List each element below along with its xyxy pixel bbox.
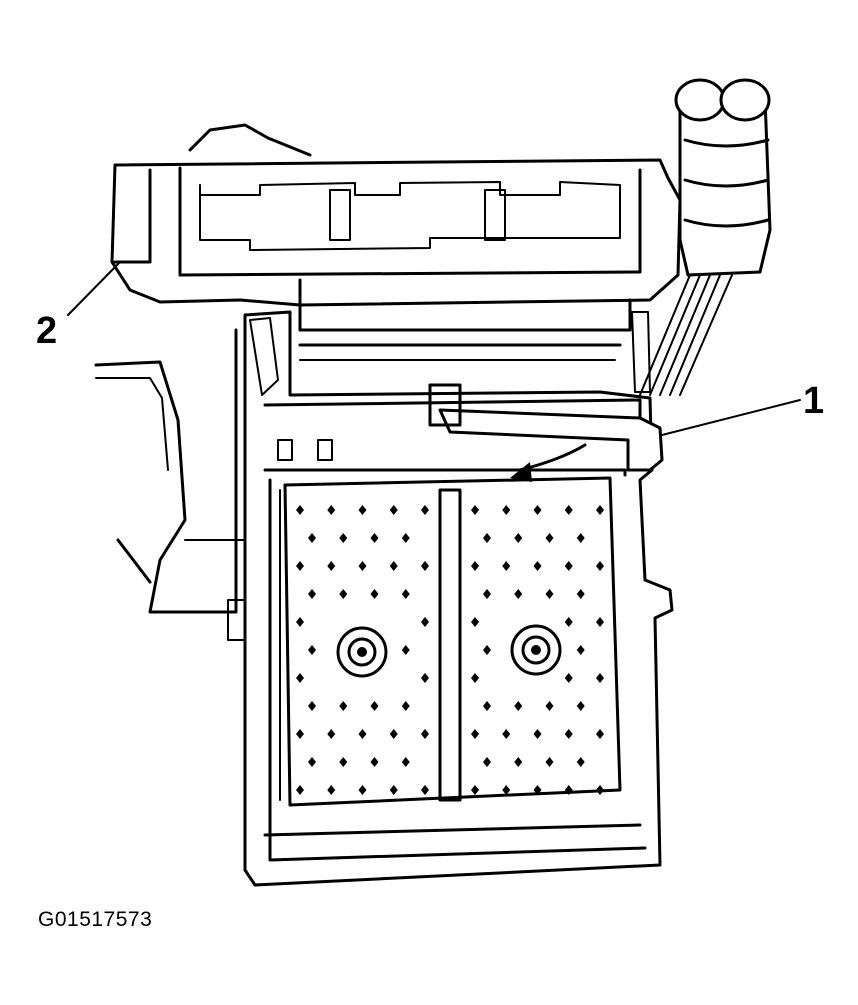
solder-point bbox=[327, 785, 336, 795]
solder-point bbox=[296, 617, 304, 627]
leader-lines bbox=[67, 261, 801, 436]
solder-point bbox=[401, 757, 410, 767]
solder-point bbox=[483, 645, 491, 655]
solder-point bbox=[471, 617, 479, 627]
solder-point bbox=[545, 701, 554, 711]
solder-point bbox=[502, 505, 511, 515]
solder-point bbox=[502, 785, 511, 795]
solder-point bbox=[471, 673, 479, 683]
solder-point bbox=[502, 729, 511, 739]
solder-point bbox=[308, 645, 316, 655]
solder-point bbox=[576, 757, 585, 767]
solder-point bbox=[308, 533, 316, 543]
solder-point bbox=[296, 561, 304, 571]
solder-point bbox=[339, 701, 348, 711]
callout-1-label: 1 bbox=[803, 380, 825, 422]
solder-point bbox=[502, 561, 511, 571]
solder-point bbox=[308, 701, 316, 711]
solder-point bbox=[483, 533, 491, 543]
solder-point bbox=[533, 505, 542, 515]
solder-point bbox=[339, 589, 348, 599]
solder-point bbox=[514, 757, 523, 767]
solder-point bbox=[596, 617, 604, 627]
solder-point bbox=[545, 533, 554, 543]
solder-point bbox=[483, 757, 491, 767]
solder-point bbox=[401, 533, 410, 543]
solder-point bbox=[533, 785, 542, 795]
solder-point bbox=[296, 785, 304, 795]
solder-point bbox=[358, 785, 367, 795]
solder-point bbox=[327, 729, 336, 739]
solder-point bbox=[296, 729, 304, 739]
solder-point bbox=[471, 785, 479, 795]
figure-id: G01517573 bbox=[38, 908, 153, 931]
solder-point bbox=[533, 561, 542, 571]
solder-point bbox=[401, 701, 410, 711]
solder-point bbox=[564, 617, 573, 627]
solder-point bbox=[576, 589, 585, 599]
solder-point bbox=[296, 505, 304, 515]
wire-harness bbox=[639, 78, 772, 396]
solder-point bbox=[389, 561, 398, 571]
callout-2-label: 2 bbox=[36, 310, 58, 352]
solder-point bbox=[514, 533, 523, 543]
solder-point bbox=[596, 673, 604, 683]
solder-point bbox=[596, 505, 604, 515]
solder-point bbox=[327, 561, 336, 571]
solder-point bbox=[421, 505, 429, 515]
solder-point bbox=[421, 729, 429, 739]
solder-point bbox=[483, 701, 491, 711]
solder-point bbox=[358, 729, 367, 739]
solder-point bbox=[576, 645, 585, 655]
solder-point bbox=[389, 729, 398, 739]
solder-point bbox=[401, 589, 410, 599]
solder-point bbox=[576, 533, 585, 543]
solder-point bbox=[514, 589, 523, 599]
solder-points bbox=[296, 505, 604, 795]
solder-point bbox=[327, 505, 336, 515]
solder-point bbox=[564, 505, 573, 515]
solder-point bbox=[545, 589, 554, 599]
solder-point bbox=[421, 561, 429, 571]
solder-point bbox=[564, 673, 573, 683]
solder-point bbox=[358, 505, 367, 515]
solder-point bbox=[545, 757, 554, 767]
solder-point bbox=[471, 561, 479, 571]
solder-point bbox=[564, 785, 573, 795]
solder-point bbox=[421, 673, 429, 683]
solder-point bbox=[421, 617, 429, 627]
solder-point bbox=[389, 505, 398, 515]
solder-point bbox=[358, 561, 367, 571]
solder-point bbox=[576, 701, 585, 711]
solder-point bbox=[564, 729, 573, 739]
solder-point bbox=[370, 701, 379, 711]
solder-point bbox=[308, 589, 316, 599]
solder-point bbox=[370, 589, 379, 599]
solder-point bbox=[514, 701, 523, 711]
mounting-bracket bbox=[94, 328, 266, 641]
solder-point bbox=[533, 729, 542, 739]
solder-point bbox=[296, 673, 304, 683]
solder-point bbox=[564, 561, 573, 571]
solder-point bbox=[596, 729, 604, 739]
circuit-board bbox=[279, 476, 622, 807]
solder-point bbox=[483, 589, 491, 599]
solder-point bbox=[389, 785, 398, 795]
solder-point bbox=[421, 785, 429, 795]
solder-point bbox=[339, 757, 348, 767]
solder-point bbox=[596, 561, 604, 571]
solder-point bbox=[401, 645, 410, 655]
solder-point bbox=[471, 729, 479, 739]
solder-point bbox=[596, 785, 604, 795]
solder-point bbox=[308, 757, 316, 767]
solder-point bbox=[370, 533, 379, 543]
solder-point bbox=[370, 757, 379, 767]
solder-point bbox=[339, 533, 348, 543]
solder-point bbox=[471, 505, 479, 515]
connector-housing bbox=[110, 123, 682, 361]
retaining-tab bbox=[428, 383, 664, 482]
